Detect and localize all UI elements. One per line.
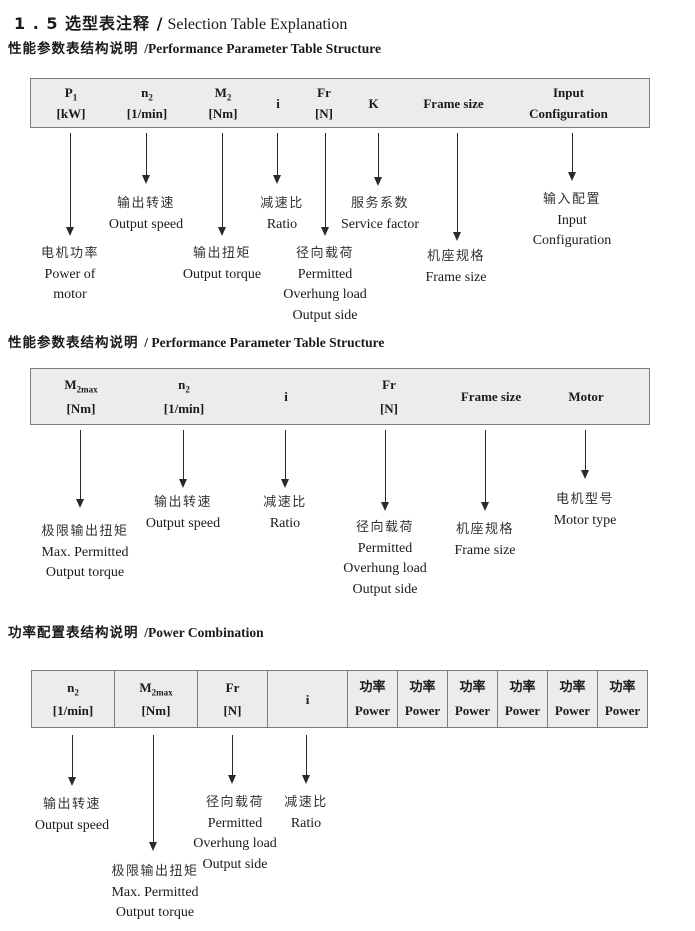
arrow-down-icon — [66, 133, 75, 236]
arrow-down-icon — [302, 735, 311, 784]
arrow-down-icon — [453, 133, 462, 241]
col-header-power-1: 功率 Power — [348, 671, 398, 727]
col-header-k: K — [368, 95, 379, 111]
col-header-fr: Fr [N] — [198, 671, 268, 727]
col-header-i: i — [284, 389, 288, 404]
ann-frame-size: 机座规格 Frame size — [454, 522, 516, 558]
ann-output-speed: 输出转速 Output speed — [145, 495, 221, 531]
col-header-m2max: M2max [Nm] — [115, 671, 198, 727]
col-header-i: i — [276, 95, 280, 111]
arrow-down-icon — [374, 133, 383, 186]
ann-power-of-motor: 电机功率 Power of motor — [40, 246, 99, 302]
ann-output-speed: 输出转速 Output speed — [108, 196, 184, 232]
col-header-fr: Fr [N] — [314, 85, 334, 121]
arrow-down-icon — [381, 430, 390, 511]
col-header-power-5: 功率 Power — [548, 671, 598, 727]
col-header-n2: n2 [1/min] — [126, 85, 168, 121]
section2-heading: 性能参数表结构说明 / Performance Parameter Table … — [8, 335, 385, 351]
ann-input-configuration: 输入配置 Input Configuration — [532, 192, 612, 248]
arrow-down-icon — [281, 430, 290, 488]
performance-table-1-header: P1 [kW] n2 [1/min] M2 [Nm] i Fr [N] K Fr… — [30, 78, 650, 128]
ann-output-speed: 输出转速 Output speed — [34, 797, 110, 833]
ann-ratio: 减速比 Ratio — [260, 196, 304, 232]
page-title-en: Selection Table Explanation — [167, 16, 348, 33]
performance-table-2-header: M2max [Nm] n2 [1/min] i Fr [N] Frame siz… — [30, 368, 650, 425]
col-header-power-6: 功率 Power — [604, 680, 641, 718]
section3-heading: 功率配置表结构说明 /Power Combination — [8, 625, 264, 641]
col-header-p1: P1 [kW] — [56, 85, 86, 121]
arrow-down-icon — [142, 133, 151, 184]
col-header-power-3: 功率 Power — [448, 671, 498, 727]
power-combination-table-header: n2 [1/min] M2max [Nm] Fr [N] i 功率 Power … — [31, 670, 648, 728]
arrow-down-icon — [68, 735, 77, 786]
col-header-n2: n2 [1/min] — [32, 671, 115, 727]
arrow-down-icon — [218, 133, 227, 236]
arrow-down-icon — [179, 430, 188, 488]
col-header-i: i — [268, 671, 348, 727]
col-header-power-2: 功率 Power — [398, 671, 448, 727]
ann-ratio: 减速比 Ratio — [263, 495, 307, 531]
arrow-down-icon — [228, 735, 237, 784]
col-header-n2: n2 [1/min] — [163, 377, 205, 416]
ann-overhung-load: 径向载荷 Permitted Overhung load Output side — [283, 246, 367, 323]
col-header-m2: M2 [Nm] — [208, 85, 238, 121]
col-header-m2max: M2max [Nm] — [64, 377, 98, 416]
page-title: 1 . 5 选型表注释 / Selection Table Explanatio… — [14, 10, 347, 34]
ann-motor-type: 电机型号 Motor type — [553, 492, 617, 528]
col-header-power-4: 功率 Power — [498, 671, 548, 727]
ann-max-output-torque: 极限输出扭矩 Max. Permitted Output torque — [41, 524, 129, 580]
arrow-down-icon — [481, 430, 490, 511]
col-header-motor: Motor — [568, 389, 604, 404]
page-title-zh: 1 . 5 选型表注释 / — [14, 14, 164, 33]
arrow-down-icon — [273, 133, 282, 184]
arrow-down-icon — [581, 430, 590, 479]
col-header-frame-size: Frame size — [460, 389, 522, 404]
arrow-down-icon — [76, 430, 85, 508]
ann-overhung-load: 径向载荷 Permitted Overhung load Output side — [193, 795, 277, 872]
col-header-fr: Fr [N] — [379, 377, 399, 416]
ann-frame-size: 机座规格 Frame size — [425, 249, 487, 285]
ann-overhung-load: 径向载荷 Permitted Overhung load Output side — [343, 520, 427, 597]
col-header-frame-size: Frame size — [423, 95, 484, 111]
col-header-input-configuration: Input Configuration — [529, 85, 608, 121]
ann-max-output-torque: 极限输出扭矩 Max. Permitted Output torque — [111, 864, 199, 920]
arrow-down-icon — [321, 133, 330, 236]
ann-ratio: 减速比 Ratio — [284, 795, 328, 831]
arrow-down-icon — [149, 735, 158, 851]
arrow-down-icon — [568, 133, 577, 181]
section1-heading: 性能参数表结构说明 /Performance Parameter Table S… — [8, 41, 382, 57]
ann-service-factor: 服务系数 Service factor — [340, 196, 420, 232]
ann-output-torque: 输出扭矩 Output torque — [182, 246, 262, 282]
